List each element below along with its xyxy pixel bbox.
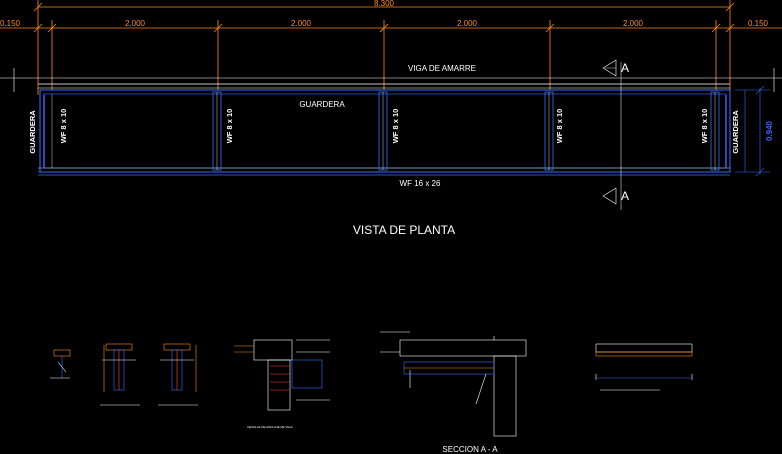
label-wf-joist-2: WF 8 x 10 — [225, 109, 234, 144]
dimension-lines — [0, 0, 782, 95]
detail-viga-secundaria — [595, 343, 693, 391]
dim-height: 0.940 — [765, 120, 774, 141]
dim-right-offset: 0.150 — [748, 19, 769, 28]
section-marker-label-top: A — [621, 61, 629, 75]
dim-span-3: 2.000 — [457, 19, 478, 28]
label-wf-joist-4: WF 8 x 10 — [555, 109, 564, 144]
detail-connection-small — [50, 343, 198, 406]
dim-span-2: 2.000 — [291, 19, 312, 28]
section-marker-bottom: A — [602, 187, 629, 205]
caption-anclaje: DETALLE DE ANCLAJE DE VIGA — [247, 425, 292, 429]
dim-span-4: 2.000 — [623, 19, 644, 28]
caption-seccion-aa: SECCION A - A — [442, 445, 498, 454]
dim-left-offset: 0.150 — [0, 19, 21, 28]
label-wf-joist-5: WF 8 x 10 — [700, 109, 709, 144]
section-marker-top: A — [602, 59, 629, 77]
label-guardera-left: GUARDERA — [28, 110, 37, 154]
label-viga-amarre: VIGA DE AMARRE — [408, 64, 476, 73]
section-marker-label-bottom: A — [621, 189, 629, 203]
title-vista-planta: VISTA DE PLANTA — [353, 223, 455, 237]
plan-structure — [0, 62, 782, 210]
label-wf-joist-3: WF 8 x 10 — [391, 109, 400, 144]
dim-span-1: 2.000 — [125, 19, 146, 28]
detail-seccion-aa — [380, 331, 527, 437]
label-guardera-right: GUARDERA — [731, 110, 740, 154]
label-guardera-top: GUARDERA — [299, 100, 345, 109]
label-wf-joist-1: WF 8 x 10 — [59, 109, 68, 144]
dim-total: 8.300 — [374, 0, 395, 8]
label-wf-bottom: WF 16 x 26 — [400, 179, 441, 188]
detail-anclaje — [234, 339, 330, 411]
